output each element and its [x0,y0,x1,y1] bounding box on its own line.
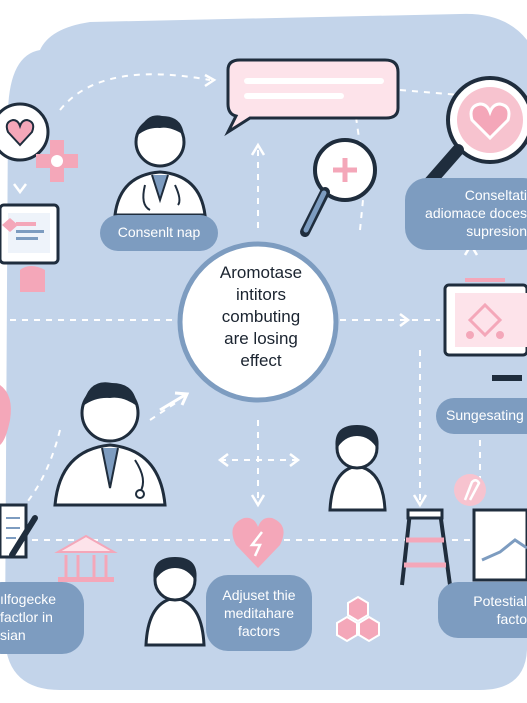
label-left-bottom-line-3: sian [0,627,26,643]
doctor-icon [53,382,167,507]
label-potential-line-2: facto [496,611,527,627]
arrow-icons [3,73,479,527]
label-potential: Potestial facto [446,592,527,628]
ribbon-icon [454,474,486,506]
label-left-bottom: ılfogecke factlor in sian [0,590,82,644]
doctor-icon [113,115,207,217]
center-node-text: Aromotase intitors combuting are losing … [183,262,339,372]
pill-left-bottom [0,582,84,654]
hexagon-cluster-icon [336,595,380,643]
pill-consultation [405,178,527,250]
label-consultation-line-1: Conseltаti [464,187,527,203]
center-line-2: intitors [235,285,287,304]
ladder-icon [400,508,452,586]
center-line-1: Aromotase [219,263,303,282]
pill-potential [438,582,527,638]
pill-suggest [436,398,527,434]
chart-monitor-icon [443,278,527,381]
pen-icon [0,503,38,559]
label-left-bottom-line-2: factlor in [0,609,53,625]
label-consult: Consenlt nap [117,224,201,240]
pill-adjust [206,575,312,651]
label-adjust-line-2: meditahare [223,605,295,621]
label-consultation-line-2: adiomace doces [425,205,527,221]
label-adjust-line-3: factors [237,623,280,639]
pill-consult [100,215,218,251]
label-suggest: Sungesating [446,407,524,423]
line-chart-monitor-icon [472,508,527,582]
magnifier-plus-icon [300,138,377,237]
label-consultation: Conseltаti adiomace doces supresion [410,186,527,240]
label-adjust: Adjuset thie meditahare factors [206,586,312,640]
label-adjust-line-1: Adjuset thie [222,587,296,603]
label-left-bottom-line-1: ılfogecke [0,591,57,607]
magnifier-heart-icon [424,76,527,188]
chat-bubble-icon [224,58,400,137]
center-line-4: are losing [224,329,298,348]
center-line-3: combuting [221,307,301,326]
woman-icon [328,425,387,512]
heart-lightning-icon [232,517,284,568]
medical-cross-icon [36,140,78,182]
label-consultation-line-3: supresion [466,223,527,239]
center-line-5: effect [240,351,282,370]
woman-icon [144,557,206,647]
pink-blob [0,385,11,445]
label-potential-line-1: Potestial [473,593,527,609]
heart-icon [0,102,50,162]
arrow-icon [159,391,190,412]
monitor-icon [0,203,60,292]
center-node [177,241,339,403]
bank-icon [54,534,118,582]
